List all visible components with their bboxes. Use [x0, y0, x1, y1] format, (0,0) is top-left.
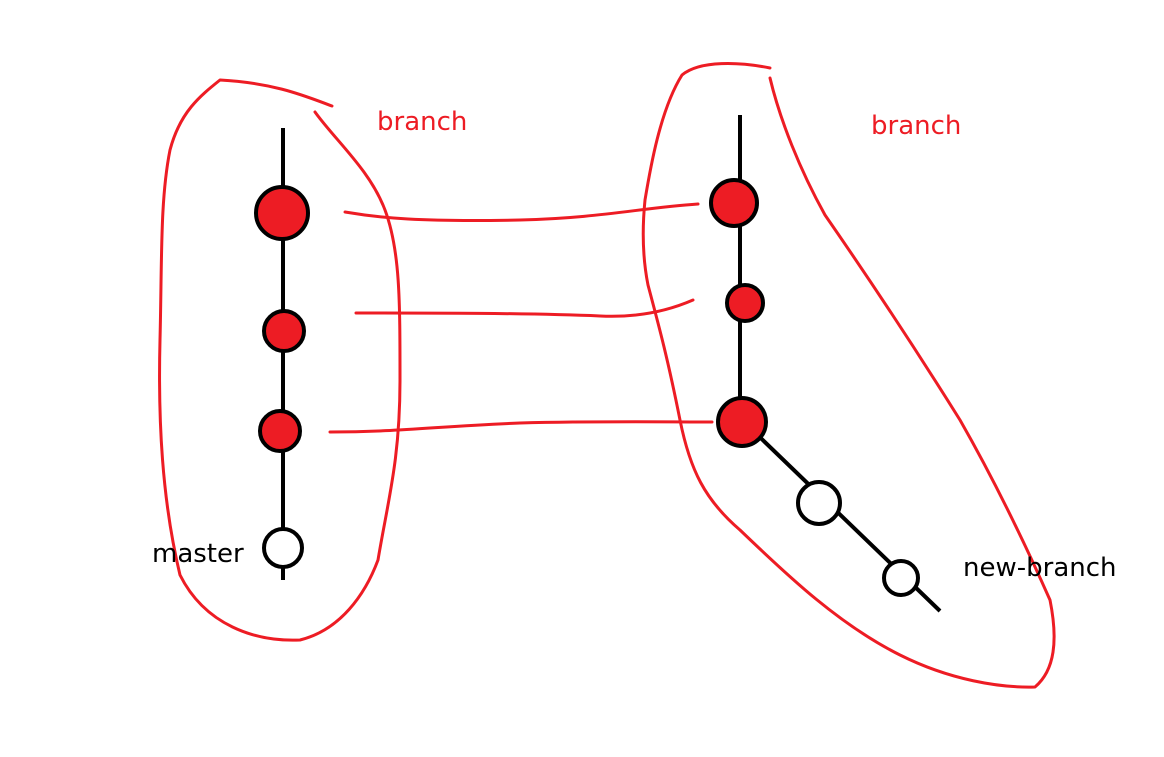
master-commit-3: [258, 409, 302, 453]
new-branch-commit-2: [725, 283, 765, 323]
right-branch-outline: [641, 62, 1056, 689]
branch-label-right: branch: [871, 111, 961, 141]
master-commit-1: [254, 185, 310, 241]
master-commit-2: [262, 309, 306, 353]
new-branch-label: new-branch: [963, 553, 1117, 583]
master-label: master: [152, 539, 244, 569]
commit-nodes: [254, 178, 920, 597]
branch-label-left: branch: [377, 107, 467, 137]
new-branch-commit-5: [882, 559, 920, 597]
new-branch-commit-1: [709, 178, 759, 228]
connector-line-1: [343, 202, 700, 223]
left-branch-outline: [158, 78, 402, 642]
new-branch-commit-3: [716, 396, 768, 448]
connector-line-3: [328, 420, 714, 434]
connector-line-2: [354, 298, 695, 318]
master-commit-4: [262, 527, 304, 569]
new-branch-commit-4: [796, 480, 842, 526]
